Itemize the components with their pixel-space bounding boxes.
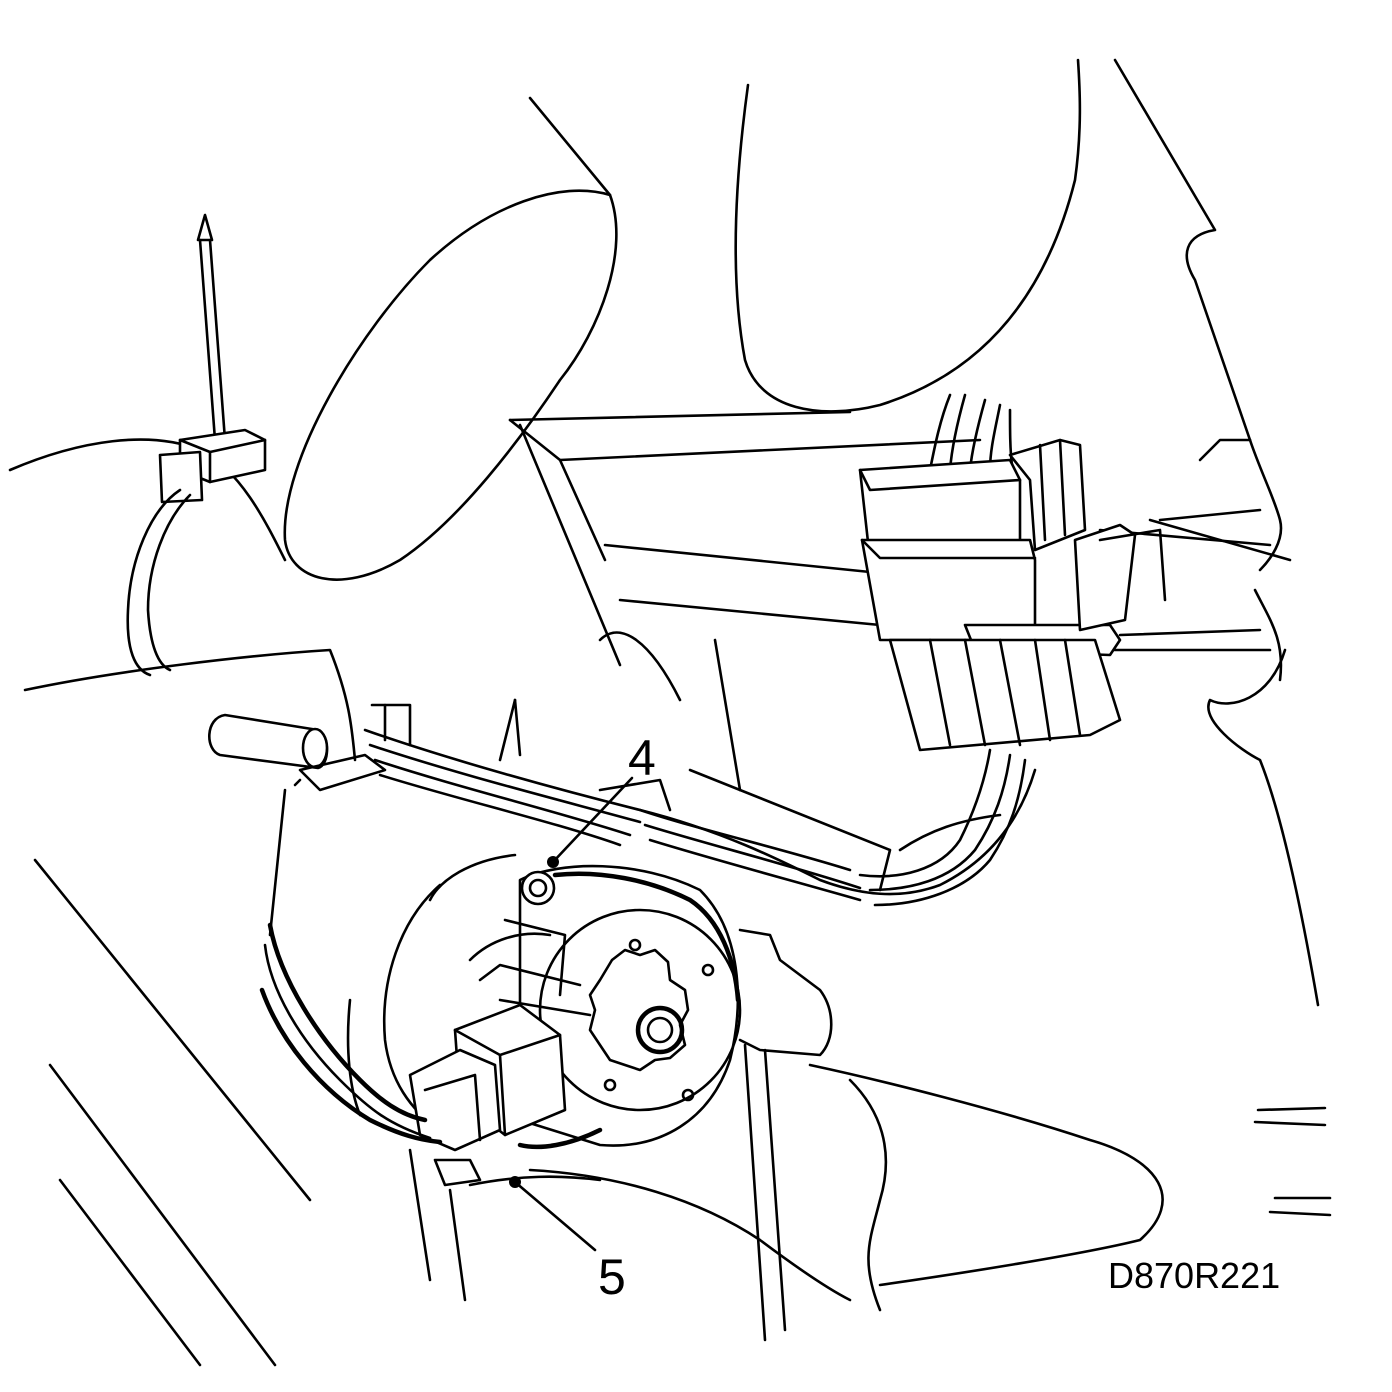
motor-assembly <box>383 853 1164 1342</box>
upper-housing <box>734 58 1320 1007</box>
wiring-harness <box>298 698 1037 907</box>
actuator-connector <box>259 922 602 1302</box>
cylinder-peg <box>208 713 329 770</box>
callout-4-label: 4 <box>628 730 656 786</box>
air-duct <box>8 96 618 581</box>
harness-clip <box>126 213 267 677</box>
leader-5 <box>513 1180 597 1252</box>
leader-4 <box>551 776 634 864</box>
callout-5-label: 5 <box>598 1249 626 1305</box>
figure-code: D870R221 <box>1108 1255 1281 1296</box>
side-panel <box>23 648 357 1367</box>
leader-5-dot <box>509 1176 521 1188</box>
mounting-rail <box>508 410 1292 792</box>
multi-pin-connector <box>858 393 1262 752</box>
leader-4-dot <box>547 856 559 868</box>
section-marks <box>1253 1106 1332 1217</box>
callout-leaders <box>509 776 634 1252</box>
